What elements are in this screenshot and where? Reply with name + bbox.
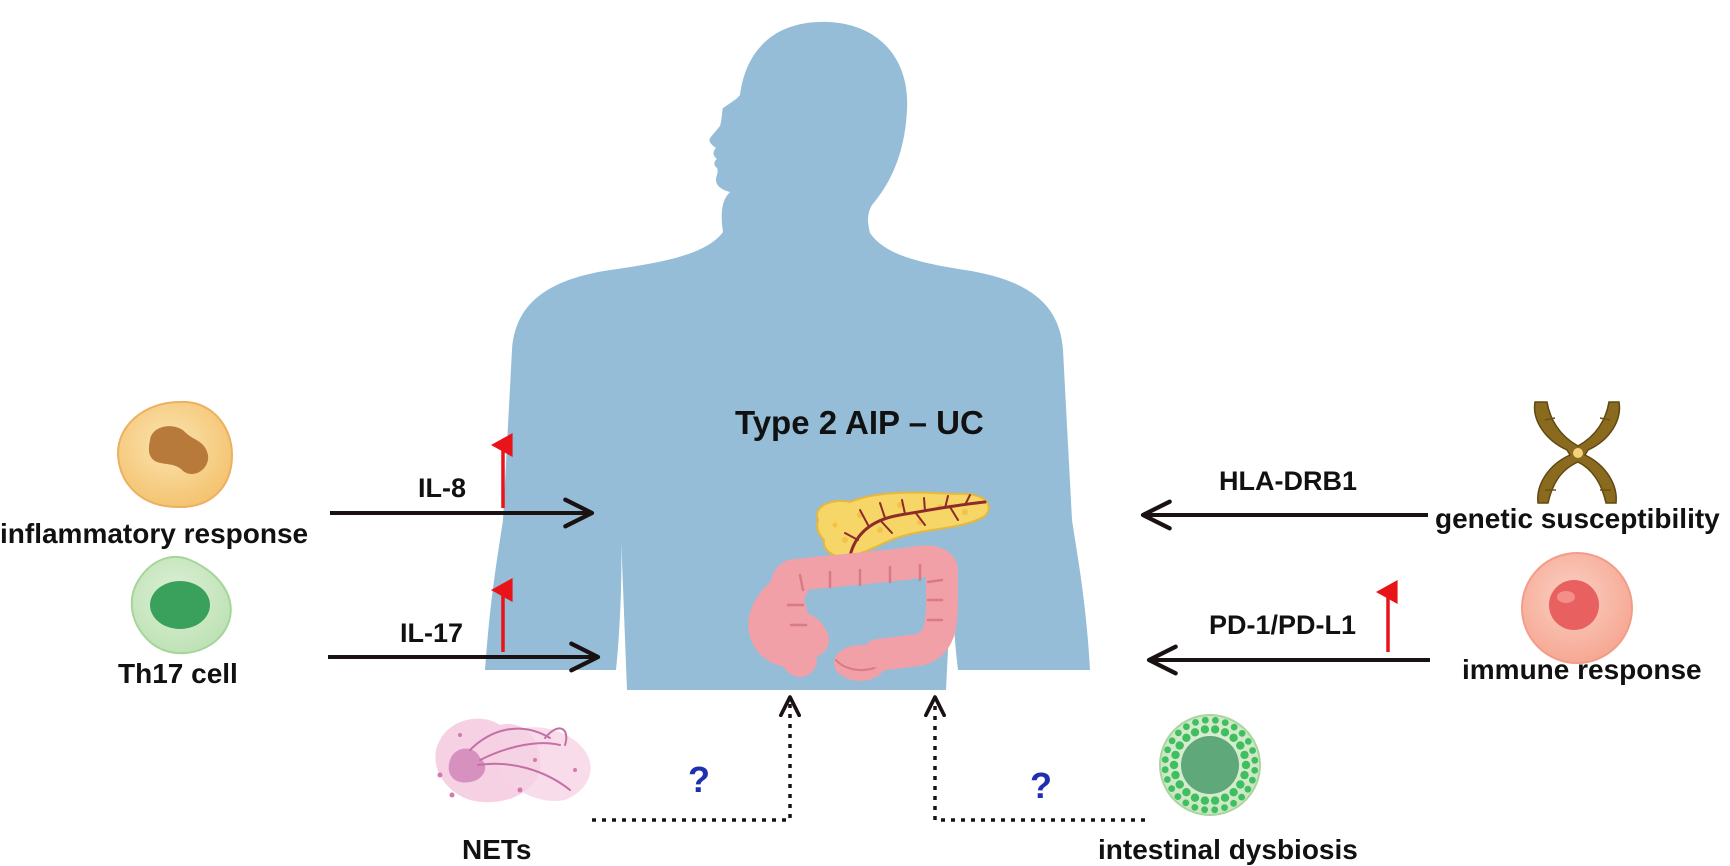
bacteria-dot	[1191, 804, 1199, 811]
bacteria-dot	[1171, 770, 1180, 780]
node-label-nets: NETs	[462, 834, 532, 865]
bacteria-dot	[1192, 719, 1199, 726]
bacteria-dot	[1164, 746, 1171, 754]
bacteria-dot	[1164, 776, 1171, 783]
edge-label-il8: IL-8	[418, 473, 467, 503]
bacteria-dot	[1211, 806, 1219, 814]
node-label-inflammatory: inflammatory response	[0, 518, 309, 549]
bacteria-dot	[1168, 785, 1176, 792]
bacteria-dot	[1244, 785, 1252, 793]
microbiota-icon	[1159, 714, 1261, 816]
bacteria-dot	[1210, 725, 1220, 734]
edge-nets-arrow	[592, 695, 801, 822]
solid-arrows	[328, 497, 1430, 676]
edge-label-hla: HLA-DRB1	[1219, 466, 1357, 496]
bacteria-dot	[1220, 728, 1230, 737]
bacteria-dot	[1200, 796, 1210, 805]
bacteria-dot	[1221, 804, 1228, 811]
edge-label-dysbiosis-question: ?	[1030, 765, 1052, 806]
bacteria-dot	[1244, 738, 1252, 745]
bacteria-dot	[1240, 750, 1249, 760]
bacteria-dot	[1171, 750, 1180, 760]
bacteria-dot	[1182, 788, 1191, 797]
bacteria-dot	[1249, 747, 1256, 754]
bacteria-dot	[1238, 730, 1246, 737]
bacteria-dot	[1175, 741, 1184, 750]
edge-label-nets-question: ?	[688, 759, 710, 800]
node-label-dysbiosis: intestinal dysbiosis	[1098, 834, 1358, 865]
bacteria-dot	[1229, 733, 1238, 742]
node-label-genetic: genetic susceptibility	[1435, 503, 1720, 534]
bacteria-dot	[1200, 725, 1210, 734]
bacteria-dot	[1183, 723, 1190, 731]
increase-arrows	[491, 433, 1398, 652]
bacteria-dot	[1230, 799, 1237, 807]
node-label-th17: Th17 cell	[118, 658, 238, 689]
bacteria-dot	[1168, 737, 1176, 745]
bacteria-dot	[1190, 728, 1200, 737]
edge-label-pd1: PD-1/PD-L1	[1209, 610, 1357, 640]
bacteria-dot	[1220, 793, 1230, 802]
diagram-title: Type 2 AIP – UC	[735, 404, 984, 441]
bacteria-dot	[1182, 733, 1191, 742]
bacteria-dot	[1175, 780, 1184, 789]
bacteria-dot	[1201, 716, 1209, 724]
th17-cell-icon	[130, 555, 232, 655]
bacteria-dot	[1161, 756, 1169, 763]
bacteria-dot	[1251, 767, 1259, 774]
colon-icon	[748, 545, 958, 681]
bacteria-dot	[1236, 741, 1245, 750]
edge-label-il17: IL-17	[400, 618, 464, 648]
bacteria-dot	[1236, 780, 1245, 789]
edge-dysbiosis-arrow	[924, 695, 1145, 822]
pancreas-icon	[816, 491, 990, 558]
node-label-immune: immune response	[1462, 654, 1702, 685]
bacteria-dot	[1161, 766, 1169, 774]
nets-cell-icon	[435, 718, 591, 803]
bacteria-dot	[1175, 729, 1182, 737]
bacteria-dot	[1210, 796, 1220, 805]
bacteria-dot	[1190, 793, 1200, 802]
bacteria-dot	[1229, 788, 1238, 797]
bacteria-dot	[1182, 799, 1190, 807]
neutrophil-cell-icon	[116, 400, 234, 509]
chromosome-icon	[1533, 401, 1621, 504]
bacteria-dot	[1212, 716, 1219, 724]
bacteria-dot	[1221, 719, 1229, 726]
bacteria-dot	[1240, 770, 1249, 780]
immune-cell-icon	[1521, 552, 1633, 664]
bacteria-dot	[1249, 776, 1256, 784]
bacteria-dot	[1174, 793, 1182, 800]
bacteria-dot	[1241, 760, 1251, 770]
bacteria-dot	[1251, 756, 1259, 764]
bacteria-dot	[1230, 723, 1238, 731]
dotted-arrows	[592, 695, 1145, 822]
bacteria-dot	[1201, 806, 1208, 814]
bacteria-dot	[1169, 760, 1179, 770]
bacteria-dot	[1238, 793, 1245, 801]
